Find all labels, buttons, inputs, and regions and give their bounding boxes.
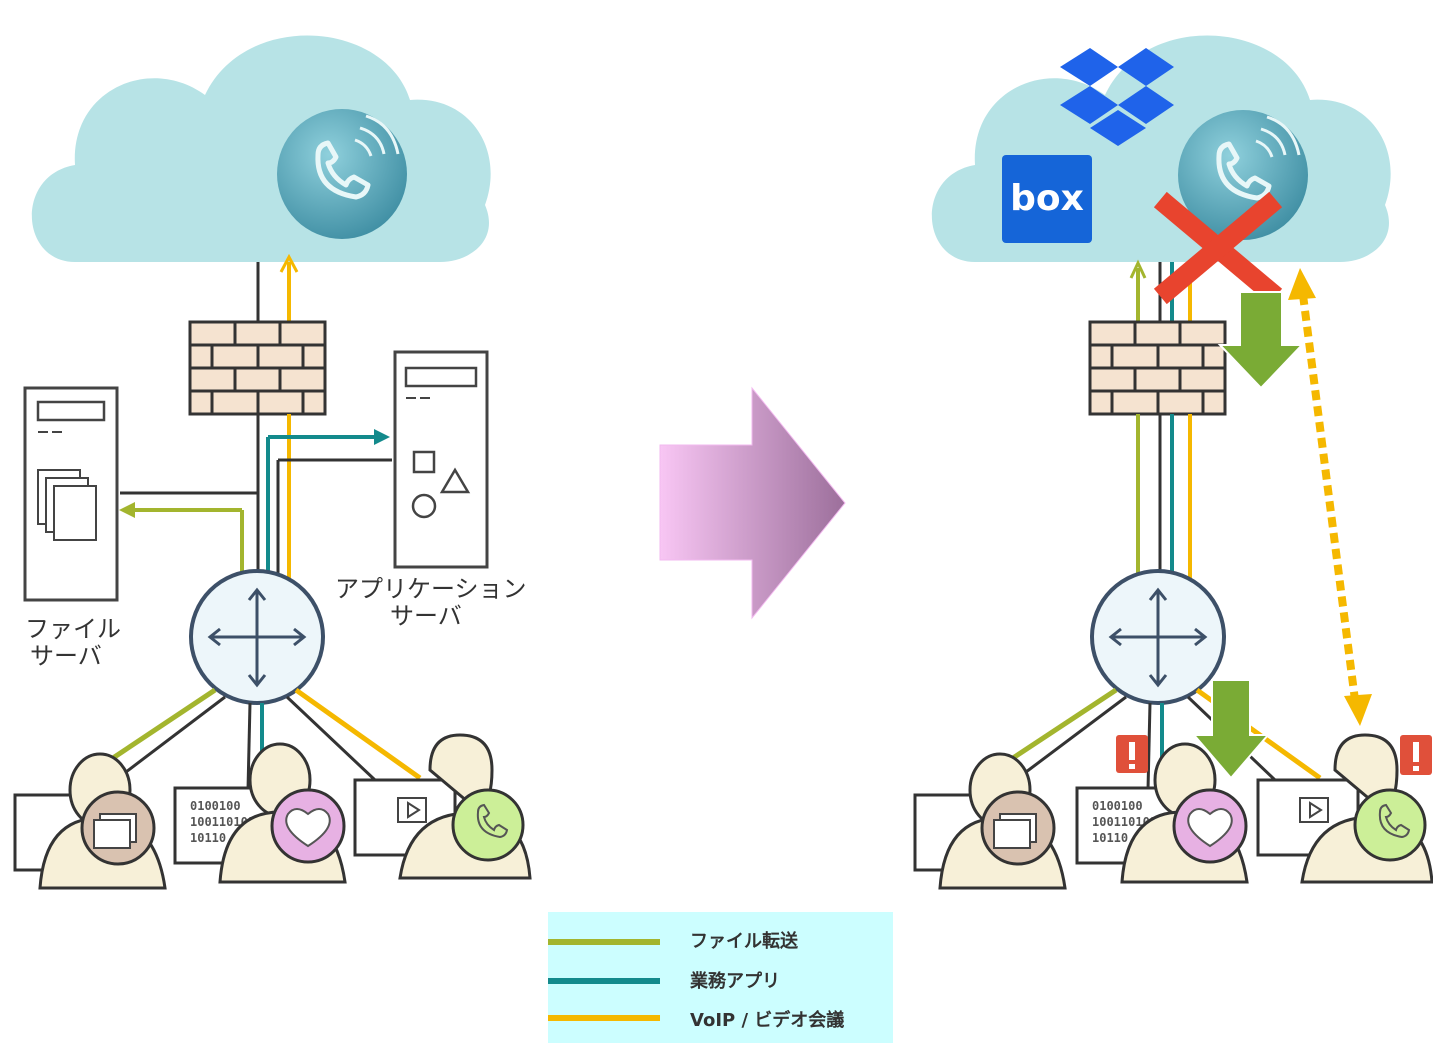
legend-label-business-app: 業務アプリ <box>689 970 780 992</box>
legend-background <box>548 912 893 1043</box>
user-file-transfer-right-icon <box>913 752 1067 890</box>
file-server-label-1: ファイル <box>25 615 121 643</box>
user-business-app-icon: 0100100 1001101011 10110 <box>173 742 347 884</box>
throughput-down-arrow-1 <box>1217 291 1305 390</box>
binary-right-3: 10110 <box>1092 831 1128 845</box>
user-business-app-right-icon: 0100100 1001101011 10110 <box>1075 742 1249 884</box>
cloud-phone-icon <box>277 109 407 239</box>
direct-voip-dotted-arrow <box>1288 268 1372 726</box>
firewall-right-icon <box>1088 320 1227 416</box>
user-voip-right-icon <box>1256 733 1433 884</box>
firewall-left-icon <box>188 320 327 416</box>
app-server-icon <box>393 350 489 569</box>
throughput-down-arrow-2 <box>1191 679 1271 780</box>
binary-left-1: 0100100 <box>190 799 241 813</box>
cloud-left <box>31 35 491 263</box>
user-voip-icon <box>353 733 532 880</box>
file-server-label-2: サーバ <box>30 642 102 670</box>
binary-right-1: 0100100 <box>1092 799 1143 813</box>
box-logo-text: box <box>1010 178 1084 219</box>
user-file-transfer-icon <box>13 752 167 890</box>
legend: ファイル転送 業務アプリ VoIP / ビデオ会議 <box>548 912 893 1043</box>
legend-label-file-transfer: ファイル転送 <box>690 930 799 952</box>
right-network: box <box>913 35 1433 890</box>
binary-left-3: 10110 <box>190 831 226 845</box>
left-network: ファイル サーバ アプリケーション サーバ <box>13 35 532 890</box>
legend-label-voip: VoIP / ビデオ会議 <box>690 1009 844 1031</box>
app-server-label-2: サーバ <box>390 602 462 630</box>
dropbox-icon <box>1060 48 1174 146</box>
blocked-cross-icon <box>1153 191 1283 305</box>
transition-arrow <box>659 386 846 620</box>
router-left-icon <box>189 569 325 705</box>
box-logo-icon: box <box>1002 155 1092 243</box>
alert-badge-icon-1 <box>1116 735 1148 773</box>
app-server-label-1: アプリケーション <box>335 575 527 603</box>
file-server-icon <box>23 386 119 602</box>
router-right-icon <box>1090 569 1226 705</box>
alert-badge-icon-2 <box>1400 735 1432 775</box>
